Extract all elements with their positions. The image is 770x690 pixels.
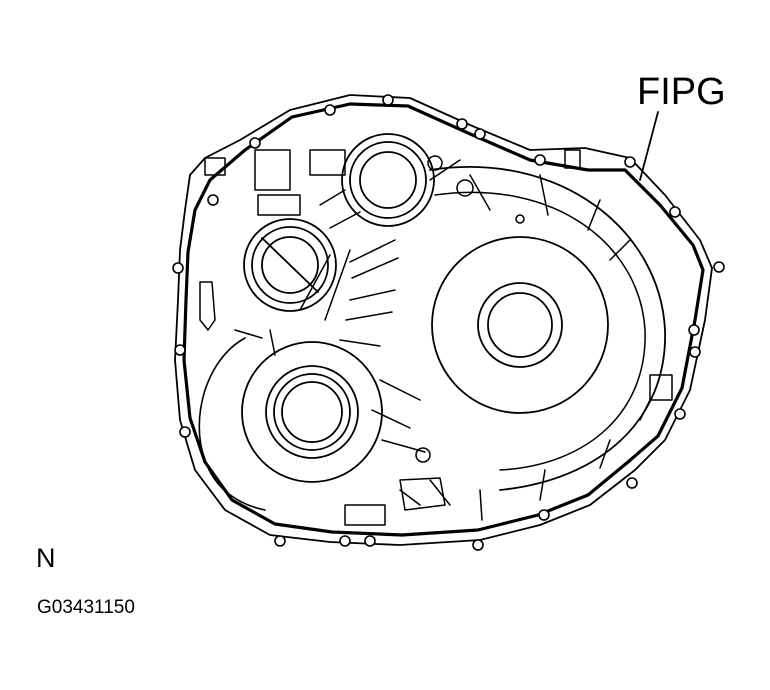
rib [234,329,263,339]
upper-shaft-bore [341,133,435,227]
left-hook-bracket [199,281,216,331]
bolt-hole [382,94,394,106]
bolt-hole [669,206,681,218]
case-housing-outline [174,94,713,546]
bolt-hole [674,408,686,420]
middle-bore-inner [261,236,319,294]
bolt-hole [456,118,468,130]
boss-hole [427,155,443,171]
middle-bore-bar [261,237,319,293]
boss [399,477,446,511]
rib [349,239,396,263]
differential-bore-outer [431,236,609,414]
lower-bore-inner [281,381,343,443]
bolt-hole [534,154,546,166]
bolt-hole [624,156,636,168]
rib [429,479,451,506]
differential-arc-rib [429,166,666,491]
rib [539,174,549,216]
bolt-hole [689,346,701,358]
bolt-hole [339,535,351,547]
rib [299,254,331,311]
boss [254,149,291,191]
lower-bore-ring [273,373,351,451]
upper-left-bosses [204,149,673,526]
rib [429,159,461,181]
rib [371,409,411,429]
bolt-hole [274,535,286,547]
boss [257,194,301,216]
bolt-hole [172,262,184,274]
middle-bore-ring [251,226,329,304]
bolt-hole [179,426,191,438]
rib [639,399,651,421]
lower-bore-outer [265,365,359,459]
bolt-hole [364,535,376,547]
boss [309,149,346,176]
rib [539,469,546,501]
differential-bore-ring [477,282,563,368]
rib [609,239,631,261]
rib [479,489,483,521]
rib [379,379,421,401]
figure-id-label: G03431150 [37,597,135,618]
lower-left-boss [198,337,266,511]
bolt-hole [713,261,725,273]
lower-shaft-bore [241,341,383,483]
rib [345,311,393,321]
middle-shaft-bore [243,218,337,312]
bolt-hole-group [172,94,725,551]
fipg-leader-line [639,111,659,181]
differential-arc-rib-inner [434,191,646,471]
bolt-hole [474,128,486,140]
boss-hole [456,179,474,197]
fipg-callout-label: FIPG [637,71,726,113]
rib [324,249,351,321]
boss-hole [415,447,431,463]
bolt-hole [472,539,484,551]
boss [564,149,581,169]
rib [599,439,611,469]
rib [349,289,396,301]
boss-hole [515,214,525,224]
case-ribs [234,159,651,521]
upper-bore-inner [359,151,417,209]
bolt-hole [324,104,336,116]
bolt-hole [174,344,186,356]
rib [339,339,381,347]
orientation-label: N [36,543,56,573]
boss [649,374,673,401]
bolt-hole [538,509,550,521]
rib [587,199,601,231]
rib [329,211,361,229]
rib [319,189,346,206]
bolt-hole [249,137,261,149]
rib [399,489,421,506]
upper-bore-outer [341,133,435,227]
rib [351,257,399,279]
rib [269,329,276,356]
differential-bore-inner [487,292,553,358]
lower-bore-housing [241,341,383,483]
middle-bore-outer [243,218,337,312]
differential-bore [431,236,609,414]
boss [344,504,386,526]
boss [204,157,226,176]
rib [469,174,491,211]
bolt-hole [688,324,700,336]
upper-bore-ring [349,141,427,219]
fipg-sealant-bead [182,102,705,537]
bolt-hole [207,194,219,206]
bolt-hole [626,477,638,489]
